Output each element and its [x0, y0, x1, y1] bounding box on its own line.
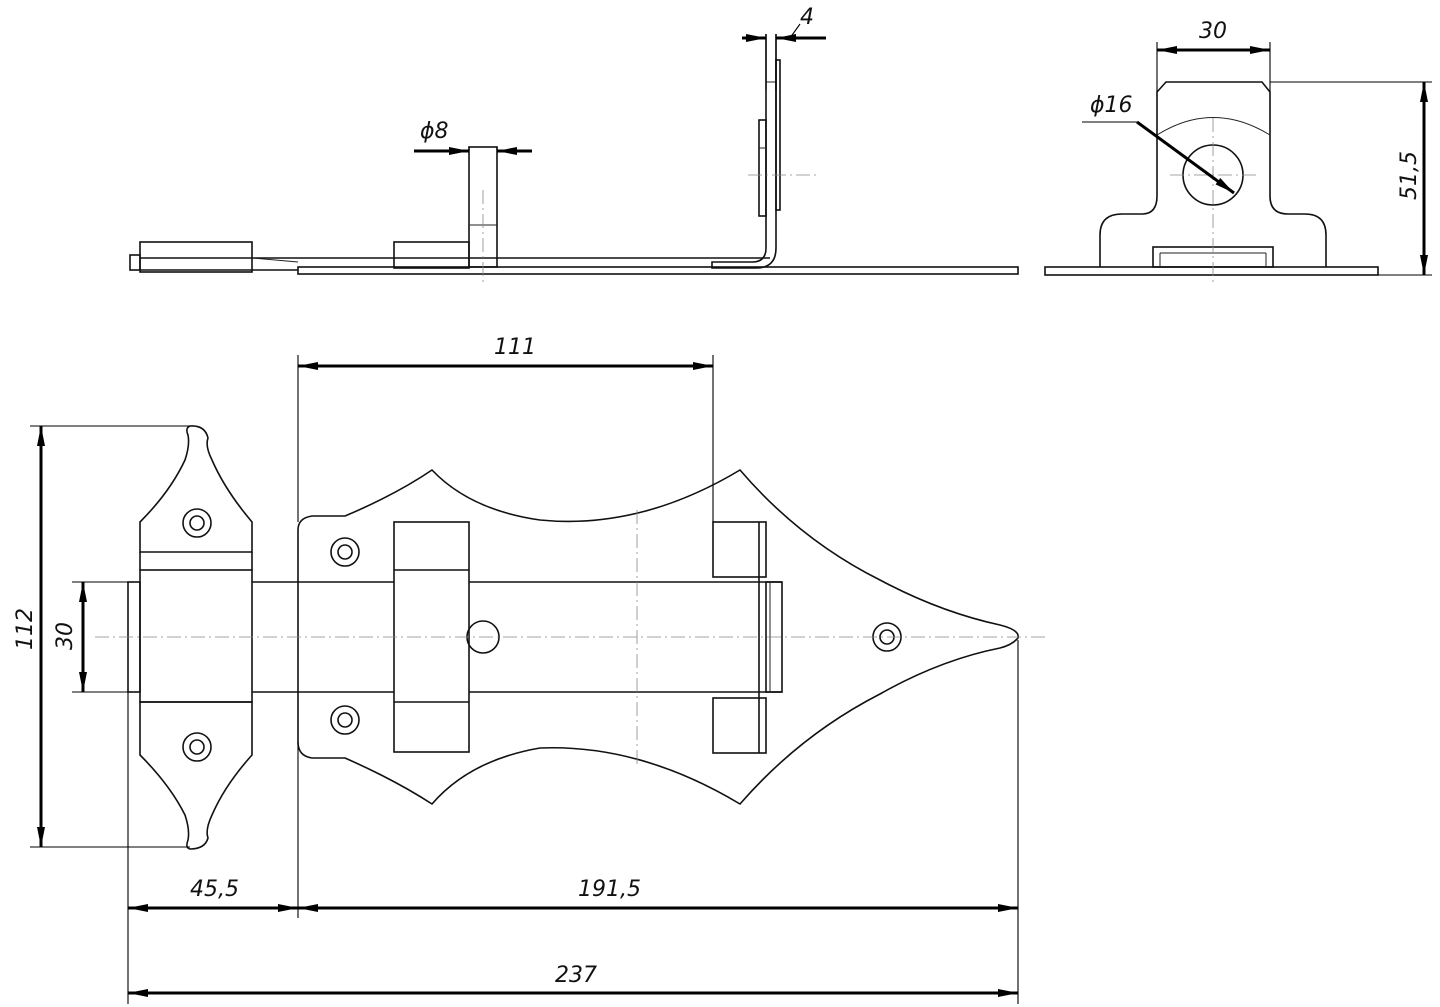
dim-bolt-width: 30: [53, 622, 78, 650]
dim-bracket-height: 51,5: [1397, 151, 1422, 200]
dimension-lines: [30, 23, 1432, 1004]
side-view: [129, 34, 1019, 284]
dim-hole-diameter: ϕ16: [1090, 93, 1133, 118]
dim-keeper-offset: 45,5: [190, 877, 239, 902]
dim-overall-length: 237: [555, 963, 597, 988]
dim-bracket-width: 30: [1199, 19, 1227, 44]
end-view: [1044, 81, 1379, 286]
dim-pin-diameter: ϕ8: [420, 119, 449, 144]
plan-view: [95, 425, 1045, 850]
dim-overall-height: 112: [13, 608, 38, 650]
dimension-labels: 4 ϕ8 30 ϕ16 51,5 111 112 30 45,5 191,5 2…: [13, 5, 1422, 988]
dim-wall-thickness: 4: [800, 5, 814, 30]
dim-plate-length: 191,5: [578, 877, 641, 902]
dim-bolt-travel: 111: [494, 335, 536, 360]
